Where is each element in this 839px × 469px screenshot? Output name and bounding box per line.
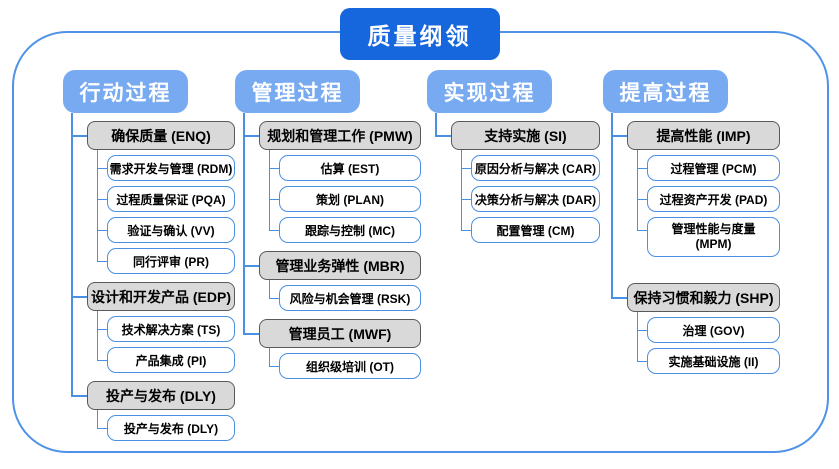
leaf-box: 技术解决方案 (TS) [107, 316, 235, 342]
leaf-node: 原因分析与解决 (CAR) [461, 150, 600, 181]
group-node: 保持习惯和毅力 (SHP) 治理 (GOV) 实施基础设施 (II) [611, 257, 780, 374]
leaf-box: 治理 (GOV) [647, 317, 780, 343]
leaf-node: 决策分析与解决 (DAR) [461, 181, 600, 212]
group-node: 管理业务弹性 (MBR) 风险与机会管理 (RSK) [243, 243, 421, 311]
leaf-node: 同行评审 (PR) [97, 243, 235, 274]
leaf-node: 过程资产开发 (PAD) [637, 181, 780, 212]
leaf-box: 配置管理 (CM) [471, 217, 600, 243]
leaf-box: 组织级培训 (OT) [279, 353, 421, 379]
leaf-box: 同行评审 (PR) [107, 248, 235, 274]
group-box: 确保质量 (ENQ) [87, 121, 235, 150]
leaf-box: 原因分析与解决 (CAR) [471, 155, 600, 181]
leaf-box: 验证与确认 (VV) [107, 217, 235, 243]
group-box: 支持实施 (SI) [451, 121, 600, 150]
leaf-node: 风险与机会管理 (RSK) [269, 280, 421, 311]
group-node: 支持实施 (SI) 原因分析与解决 (CAR) 决策分析与解决 (DAR) 配置管理 … [435, 113, 600, 243]
leaf-box: 产品集成 (PI) [107, 347, 235, 373]
leaf-list: 风险与机会管理 (RSK) [259, 280, 421, 311]
leaf-node: 产品集成 (PI) [97, 342, 235, 373]
leaf-list: 组织级培训 (OT) [259, 348, 421, 379]
column-header-management-process: 管理过程 [235, 70, 360, 113]
leaf-node: 验证与确认 (VV) [97, 212, 235, 243]
leaf-node: 策划 (PLAN) [269, 181, 421, 212]
column-action-process: 行动过程确保质量 (ENQ) 需求开发与管理 (RDM) 过程质量保证 (PQA) 验… [63, 70, 235, 441]
leaf-box: 过程管理 (PCM) [647, 155, 780, 181]
leaf-box: 过程资产开发 (PAD) [647, 186, 780, 212]
leaf-node: 配置管理 (CM) [461, 212, 600, 243]
leaf-box: 估算 (EST) [279, 155, 421, 181]
leaf-list: 过程管理 (PCM) 过程资产开发 (PAD) 管理性能与度量 (MPM) [627, 150, 780, 257]
column-header-realization-process: 实现过程 [427, 70, 552, 113]
leaf-node: 过程管理 (PCM) [637, 150, 780, 181]
group-box: 规划和管理工作 (PMW) [259, 121, 421, 150]
leaf-box: 跟踪与控制 (MC) [279, 217, 421, 243]
leaf-list: 治理 (GOV) 实施基础设施 (II) [627, 312, 780, 374]
group-box: 投产与发布 (DLY) [87, 381, 235, 410]
leaf-node: 需求开发与管理 (RDM) [97, 150, 235, 181]
leaf-box: 管理性能与度量 (MPM) [647, 217, 780, 257]
group-box: 设计和开发产品 (EDP) [87, 282, 235, 311]
diagram-title: 质量纲领 [339, 8, 500, 60]
leaf-node: 组织级培训 (OT) [269, 348, 421, 379]
leaf-node: 实施基础设施 (II) [637, 343, 780, 374]
group-node: 设计和开发产品 (EDP) 技术解决方案 (TS) 产品集成 (PI) [71, 274, 235, 373]
leaf-list: 投产与发布 (DLY) [87, 410, 235, 441]
group-node: 投产与发布 (DLY) 投产与发布 (DLY) [71, 373, 235, 441]
leaf-box: 投产与发布 (DLY) [107, 415, 235, 441]
group-box: 保持习惯和毅力 (SHP) [627, 283, 780, 312]
leaf-box: 过程质量保证 (PQA) [107, 186, 235, 212]
group-box: 管理业务弹性 (MBR) [259, 251, 421, 280]
column-header-improvement-process: 提高过程 [603, 70, 728, 113]
leaf-box: 风险与机会管理 (RSK) [279, 285, 421, 311]
group-list: 规划和管理工作 (PMW) 估算 (EST) 策划 (PLAN) 跟踪与控制 (MC)… [235, 113, 421, 379]
group-list: 提高性能 (IMP) 过程管理 (PCM) 过程资产开发 (PAD) 管理性能与度量 … [603, 113, 780, 374]
group-box: 管理员工 (MWF) [259, 319, 421, 348]
column-header-action-process: 行动过程 [63, 70, 188, 113]
column-realization-process: 实现过程支持实施 (SI) 原因分析与解决 (CAR) 决策分析与解决 (DAR) 配… [427, 70, 600, 243]
leaf-list: 原因分析与解决 (CAR) 决策分析与解决 (DAR) 配置管理 (CM) [451, 150, 600, 243]
group-node: 确保质量 (ENQ) 需求开发与管理 (RDM) 过程质量保证 (PQA) 验证与确认… [71, 113, 235, 274]
leaf-node: 跟踪与控制 (MC) [269, 212, 421, 243]
leaf-box: 实施基础设施 (II) [647, 348, 780, 374]
leaf-node: 治理 (GOV) [637, 312, 780, 343]
leaf-box: 决策分析与解决 (DAR) [471, 186, 600, 212]
leaf-box: 策划 (PLAN) [279, 186, 421, 212]
leaf-node: 技术解决方案 (TS) [97, 311, 235, 342]
leaf-box: 需求开发与管理 (RDM) [107, 155, 235, 181]
leaf-node: 估算 (EST) [269, 150, 421, 181]
leaf-node: 管理性能与度量 (MPM) [637, 212, 780, 257]
column-improvement-process: 提高过程提高性能 (IMP) 过程管理 (PCM) 过程资产开发 (PAD) 管理性能… [603, 70, 780, 374]
column-management-process: 管理过程规划和管理工作 (PMW) 估算 (EST) 策划 (PLAN) 跟踪与控制 … [235, 70, 421, 379]
group-list: 确保质量 (ENQ) 需求开发与管理 (RDM) 过程质量保证 (PQA) 验证与确认… [63, 113, 235, 441]
group-node: 规划和管理工作 (PMW) 估算 (EST) 策划 (PLAN) 跟踪与控制 (MC) [243, 113, 421, 243]
leaf-list: 估算 (EST) 策划 (PLAN) 跟踪与控制 (MC) [259, 150, 421, 243]
group-node: 管理员工 (MWF) 组织级培训 (OT) [243, 311, 421, 379]
group-box: 提高性能 (IMP) [627, 121, 780, 150]
leaf-list: 技术解决方案 (TS) 产品集成 (PI) [87, 311, 235, 373]
leaf-node: 投产与发布 (DLY) [97, 410, 235, 441]
group-list: 支持实施 (SI) 原因分析与解决 (CAR) 决策分析与解决 (DAR) 配置管理 … [427, 113, 600, 243]
group-node: 提高性能 (IMP) 过程管理 (PCM) 过程资产开发 (PAD) 管理性能与度量 … [611, 113, 780, 257]
leaf-list: 需求开发与管理 (RDM) 过程质量保证 (PQA) 验证与确认 (VV) 同行评审 … [87, 150, 235, 274]
leaf-node: 过程质量保证 (PQA) [97, 181, 235, 212]
